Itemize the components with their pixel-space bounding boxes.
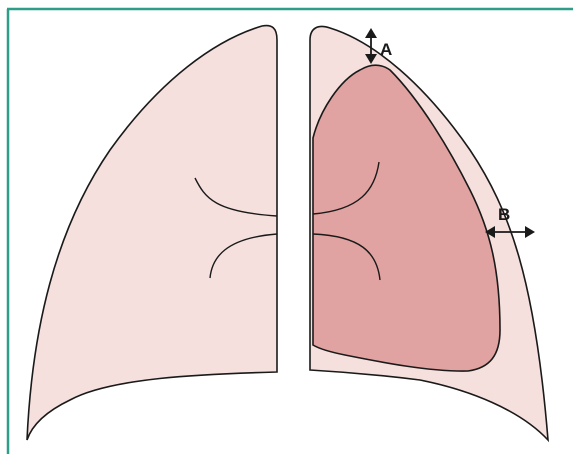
label-a: A xyxy=(380,40,392,59)
left-lung xyxy=(27,26,277,440)
collapsed-lung xyxy=(313,65,500,371)
arrow-a-head-top xyxy=(365,28,377,38)
arrow-b-head-right xyxy=(525,226,535,238)
label-b: B xyxy=(498,205,510,224)
